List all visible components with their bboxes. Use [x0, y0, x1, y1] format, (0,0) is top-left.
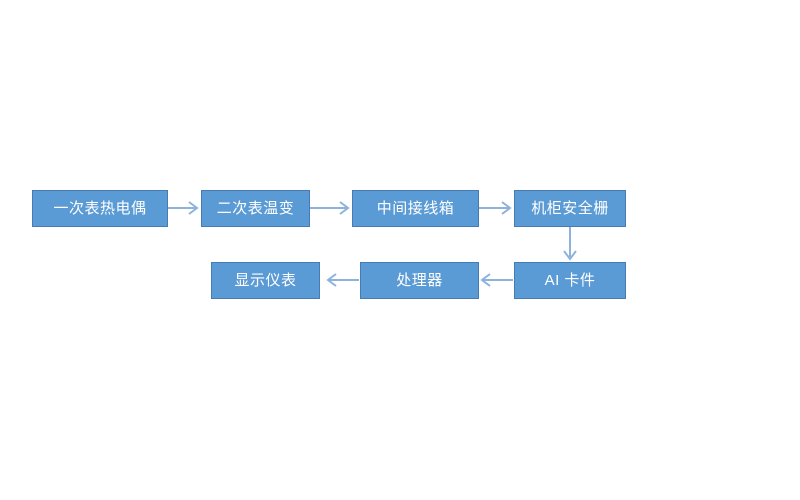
- flow-node-secondary-transmitter[interactable]: 二次表温变: [201, 190, 310, 227]
- edge-n2-n3: [310, 201, 350, 215]
- flow-node-label: 处理器: [396, 272, 443, 289]
- edge-n5-n6: [480, 273, 513, 287]
- flow-node-label: 中间接线箱: [376, 200, 455, 217]
- flow-node-processor[interactable]: 处理器: [360, 262, 479, 299]
- flow-node-label: AI 卡件: [544, 272, 596, 289]
- flow-node-label: 一次表热电偶: [53, 200, 147, 217]
- edge-n3-n4: [479, 201, 512, 215]
- flow-node-label: 显示仪表: [234, 272, 297, 289]
- edge-n6-n7: [326, 273, 359, 287]
- flow-node-display-instrument[interactable]: 显示仪表: [211, 262, 320, 299]
- flow-node-ai-card[interactable]: AI 卡件: [514, 262, 626, 299]
- flow-node-label: 二次表温变: [216, 200, 295, 217]
- flow-node-primary-thermocouple[interactable]: 一次表热电偶: [32, 190, 168, 227]
- edge-n4-n5: [563, 227, 577, 261]
- edge-n1-n2: [168, 201, 199, 215]
- flow-node-label: 机柜安全栅: [531, 200, 609, 217]
- flow-node-cabinet-safety-barrier[interactable]: 机柜安全栅: [514, 190, 626, 227]
- flow-node-junction-box[interactable]: 中间接线箱: [352, 190, 479, 227]
